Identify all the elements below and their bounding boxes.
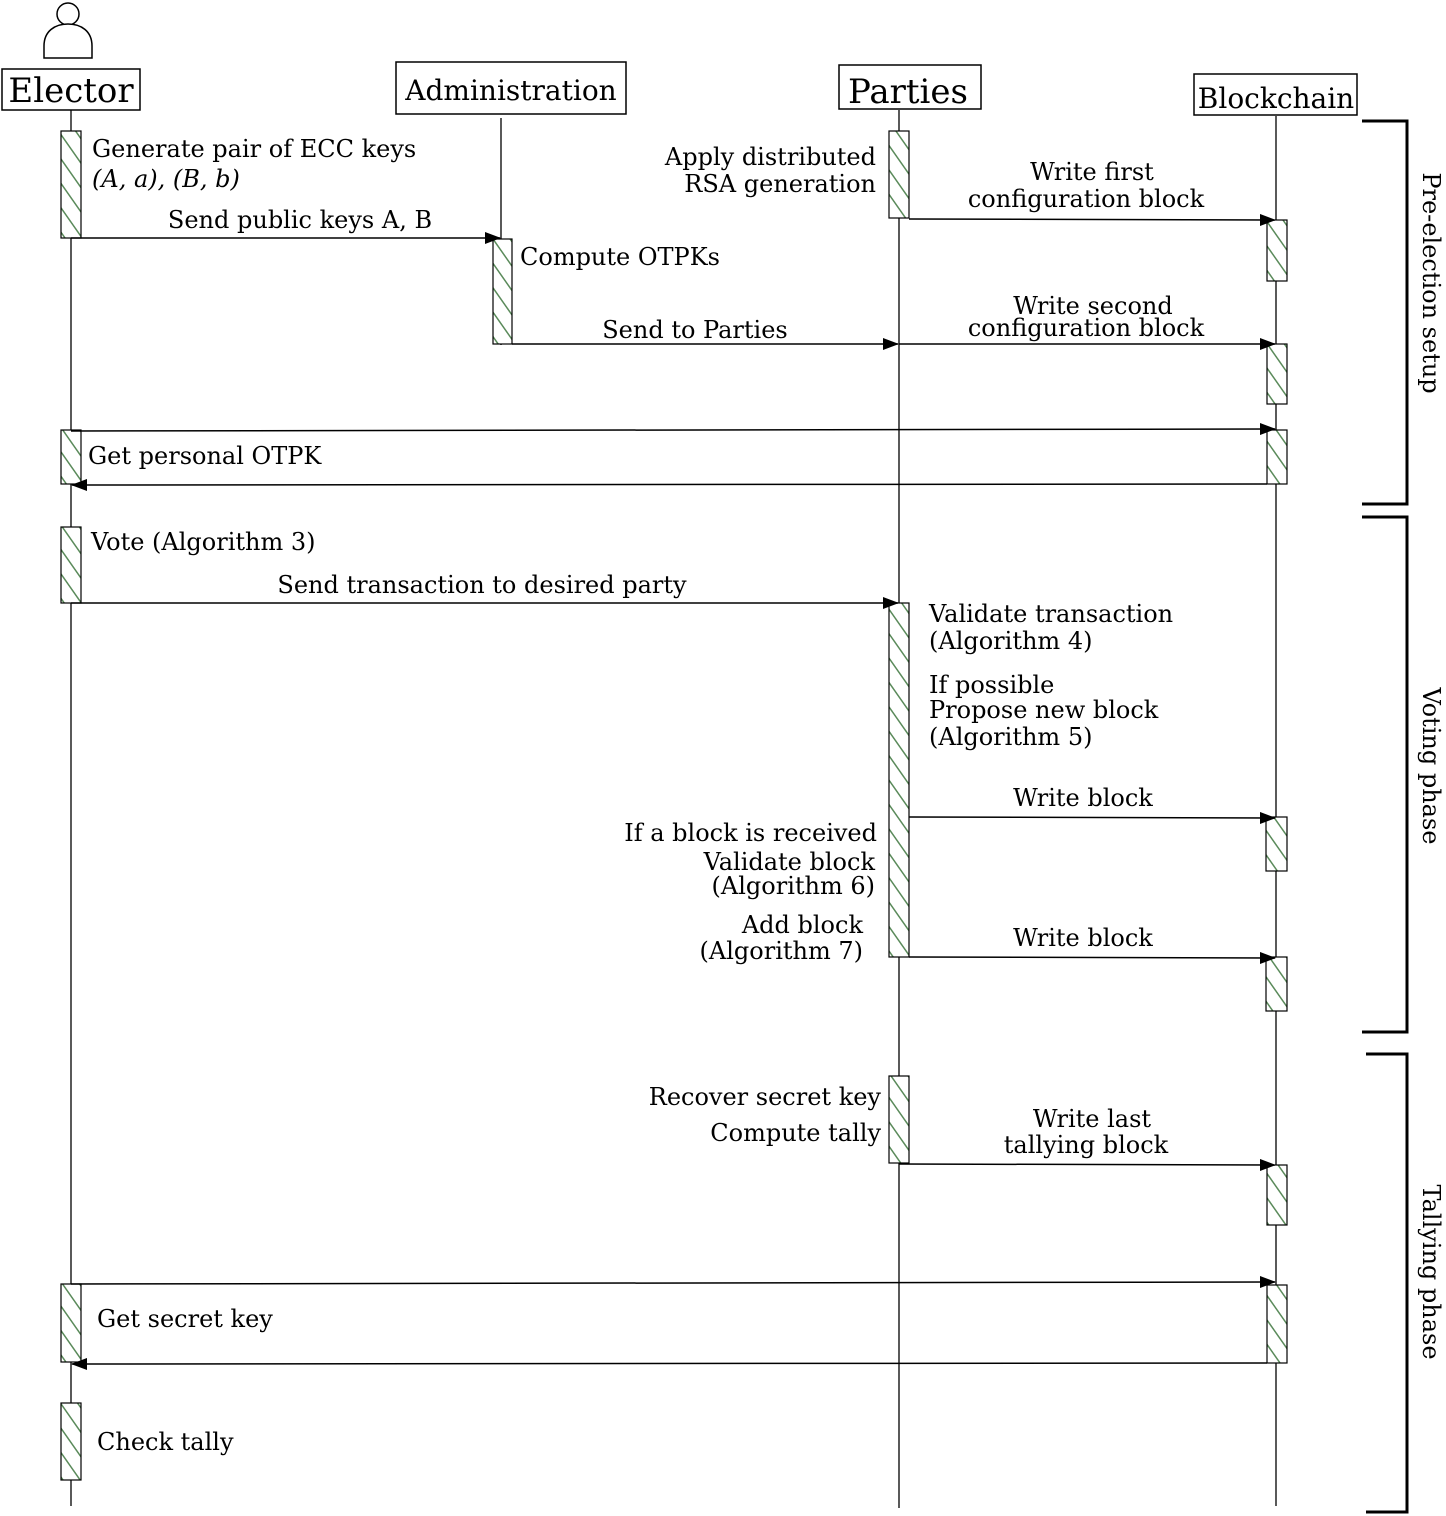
label-propose-2: Propose new block: [929, 696, 1159, 724]
activation-bar: [888, 602, 910, 958]
label-validate-transaction-2: (Algorithm 4): [929, 627, 1092, 655]
person-icon: [43, 2, 93, 59]
activation-bar: [60, 429, 82, 485]
label-write-second-1: Write second: [1013, 292, 1172, 320]
activation-bar: [888, 130, 910, 219]
participant-elector-label: Elector: [8, 71, 134, 111]
label-write-first-2: configuration block: [968, 185, 1205, 213]
activation-bar: [1265, 816, 1288, 872]
label-write-second-2: configuration block: [968, 314, 1205, 342]
phase-pre-election-label: Pre-election setup: [1417, 172, 1445, 393]
label-validate-transaction-1: Validate transaction: [928, 600, 1173, 628]
participant-blockchain-label: Blockchain: [1198, 82, 1354, 115]
label-compute-otpks: Compute OTPKs: [520, 243, 720, 271]
voting-bracket: [1362, 515, 1409, 1034]
message-request-secret-key: [70, 1276, 1276, 1289]
participant-administration: Administration: [395, 61, 627, 115]
label-send-public-keys: Send public keys A, B: [168, 206, 432, 234]
label-send-transaction: Send transaction to desired party: [277, 571, 687, 599]
label-get-personal-otpk: Get personal OTPK: [88, 442, 322, 470]
activation-bar: [1266, 1164, 1288, 1226]
label-add-block-2: (Algorithm 7): [700, 937, 863, 965]
label-write-first-1: Write first: [1030, 158, 1154, 186]
label-write-block-2: Write block: [1013, 924, 1153, 952]
activation-bar: [60, 526, 82, 604]
participant-parties: Parties: [838, 64, 982, 112]
message-write-block-2: [908, 951, 1276, 964]
message-write-block-1: [908, 811, 1276, 824]
participant-administration-label: Administration: [404, 74, 616, 107]
label-check-tally: Check tally: [97, 1428, 234, 1456]
label-recover-secret-key: Recover secret key: [649, 1083, 882, 1111]
message-write-last-block: [898, 1158, 1276, 1171]
activation-bar: [1266, 219, 1288, 282]
label-vote: Vote (Algorithm 3): [90, 528, 316, 556]
label-received-3: (Algorithm 6): [712, 872, 875, 900]
participant-parties-label: Parties: [848, 72, 968, 112]
label-generate-keys-2: (A, a), (B, b): [92, 165, 240, 193]
activation-bar: [1265, 956, 1288, 1012]
label-write-last-1: Write last: [1033, 1105, 1152, 1133]
label-received-1: If a block is received: [624, 819, 877, 847]
message-return-otpk: [71, 478, 1268, 491]
label-send-to-parties: Send to Parties: [602, 316, 788, 344]
pre-election-bracket: [1362, 119, 1409, 506]
activation-bar: [1266, 429, 1288, 485]
activation-bar: [492, 238, 513, 345]
activation-bar: [888, 1075, 910, 1164]
message-write-first-config: [908, 213, 1276, 226]
activation-bar: [60, 1402, 82, 1481]
tallying-bracket: [1366, 1052, 1409, 1514]
participant-elector: Elector: [1, 68, 141, 111]
activation-bar: [60, 1283, 82, 1363]
message-request-otpk: [70, 423, 1276, 436]
label-write-block-1: Write block: [1013, 784, 1153, 812]
label-generate-keys-1: Generate pair of ECC keys: [92, 135, 416, 163]
label-received-2: Validate block: [703, 848, 876, 876]
label-add-block-1: Add block: [741, 911, 864, 939]
label-compute-tally: Compute tally: [710, 1119, 881, 1147]
label-propose-1: If possible: [929, 671, 1054, 699]
participant-blockchain: Blockchain: [1193, 73, 1358, 116]
label-apply-rsa-2: RSA generation: [684, 170, 876, 198]
activation-bar: [60, 130, 82, 239]
phase-tallying-label: Tallying phase: [1417, 1184, 1445, 1359]
label-write-last-2: tallying block: [1004, 1131, 1169, 1159]
activation-bar: [1266, 343, 1288, 405]
activation-bar: [1266, 1284, 1288, 1364]
phase-voting-label: Voting phase: [1417, 687, 1445, 845]
label-apply-rsa-1: Apply distributed: [664, 143, 876, 171]
message-return-secret-key: [71, 1357, 1268, 1370]
label-propose-3: (Algorithm 5): [929, 723, 1092, 751]
label-get-secret-key: Get secret key: [97, 1305, 273, 1333]
